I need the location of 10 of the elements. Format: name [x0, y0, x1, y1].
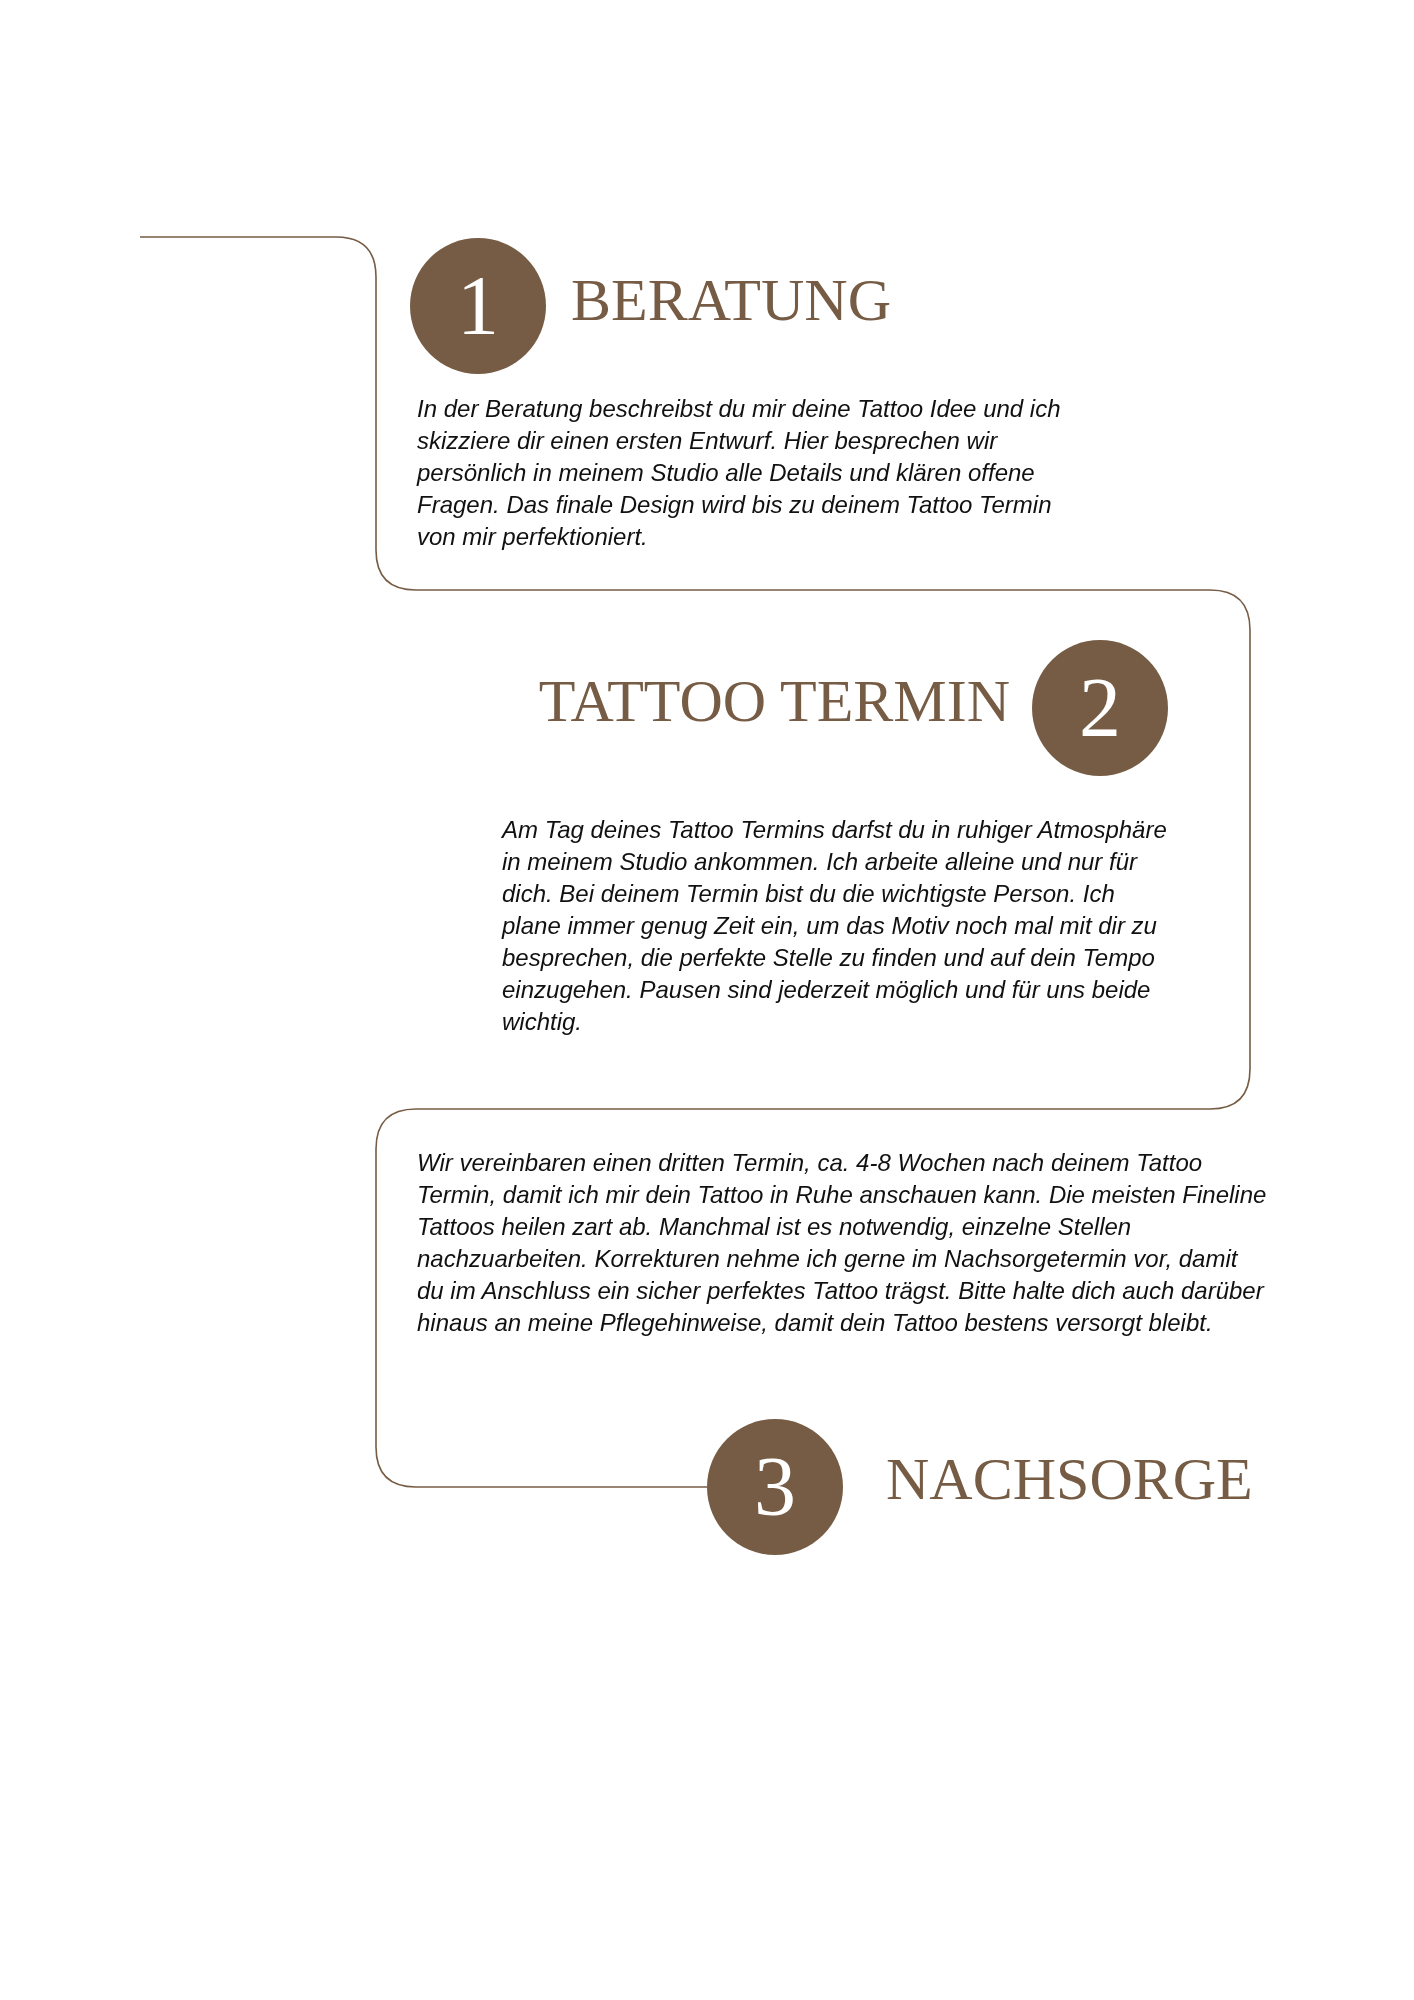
step-number: 1 [457, 264, 499, 348]
step-heading: NACHSORGE [886, 1449, 1253, 1509]
step-number: 3 [754, 1445, 796, 1529]
connector-line [139, 236, 1251, 1488]
step-heading: BERATUNG [571, 270, 891, 330]
description-paragraph: Wir vereinbaren einen dritten Termin, ca. 4-8 Wochen nach deinem Tattoo Termin, damit ich mir dein Tattoo in Ruhe anschauen kann. Die meisten Fineline Tattoos heilen zart ab. Manchmal ist es notwendig, einzelne Stellen nachzuarbeiten. Korrekturen nehme ich gerne im Nachsorgetermin vor, damit du im Anschluss ein sicher perfektes Tattoo trägst. Bitte halte dich auch darüber hinaus an meine Pflegehinweise, damit dein Tattoo bestens versorgt bleibt. [417, 1148, 1267, 1338]
step-heading: TATTOO TERMIN [538, 671, 1010, 731]
description-paragraph: Am Tag deines Tattoo Termins darfst du in ruhiger Atmosphäre in meinem Studio ankommen. Ich arbeite alleine und nur für dich. Bei deinem Termin bist du die wichtigste Person. Ich plane immer genug Zeit ein, um das Motiv noch mal mit dir zu besprechen, die perfekte Stelle zu finden und auf dein Tempo einzugehen. Pausen sind jederzeit möglich und für uns beide wichtig. [502, 815, 1167, 1037]
step-number: 2 [1079, 666, 1121, 750]
description-paragraph: In der Beratung beschreibst du mir deine Tattoo Idee und ich skizziere dir einen ersten Entwurf. Hier besprechen wir persönlich in meinem Studio alle Details und klären offene Fragen. Das finale Design wird bis zu deinem Tattoo Termin von mir perfektioniert. [417, 394, 1062, 552]
